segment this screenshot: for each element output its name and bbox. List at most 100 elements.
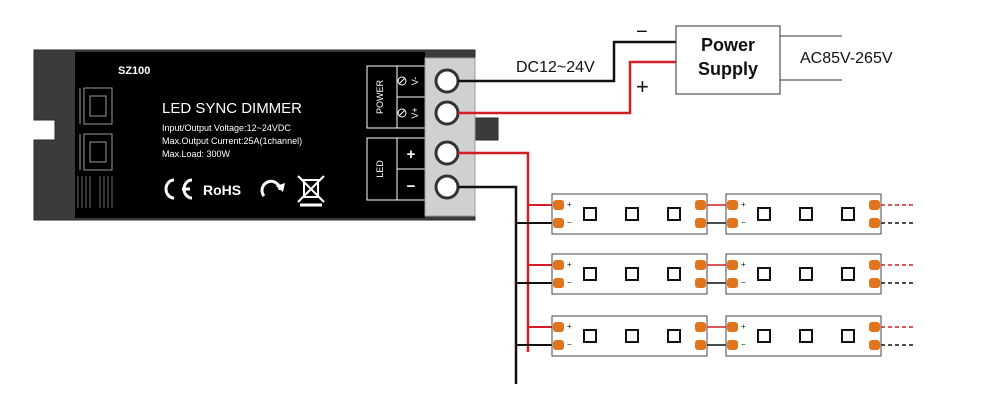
solder-pad-plus: [553, 322, 564, 332]
terminal-screw-v-minus: [434, 68, 460, 94]
rj45-port-top: [83, 87, 113, 125]
weee-bin-icon: [297, 175, 325, 207]
rj45-ports: [79, 87, 113, 171]
solder-pad-minus-out: [695, 278, 706, 288]
wire-positive-power: [458, 60, 676, 115]
led-chip: [841, 267, 855, 281]
device-model: SZ100: [118, 65, 150, 77]
pad-label-minus: −: [567, 218, 572, 227]
pin-label-v-plus: V+: [410, 107, 420, 118]
pad-label-plus: +: [741, 260, 746, 269]
wire-negative-power: [458, 40, 676, 83]
led-chip: [757, 207, 771, 221]
device-right-panel: [365, 52, 425, 218]
led-chip: [799, 207, 813, 221]
minus-symbol: −: [636, 21, 648, 43]
led-strips: +−+−+−+−+−+−: [551, 193, 915, 357]
led-strip-segment: +−: [725, 315, 915, 357]
led-chip: [667, 267, 681, 281]
solder-pad-plus: [727, 260, 738, 270]
led-strip-segment: +−: [551, 193, 726, 235]
pad-label-plus: +: [741, 200, 746, 209]
solder-pad-minus: [727, 340, 738, 350]
solder-pad-minus: [727, 278, 738, 288]
led-chip: [625, 207, 639, 221]
solder-pad-minus: [727, 218, 738, 228]
terminal-screw-v-plus: [434, 100, 460, 126]
power-group-label: POWER: [375, 80, 385, 115]
solder-pad-minus-out: [869, 218, 880, 228]
power-supply-title-line2: Supply: [698, 59, 758, 79]
dimmer-device: SZ100 LED SYNC DIMMER Input/Output Volta…: [33, 49, 499, 221]
solder-pad-minus: [553, 218, 564, 228]
led-chip: [625, 267, 639, 281]
rj45-port-bottom-inner: [89, 141, 107, 163]
device-name: LED SYNC DIMMER: [162, 100, 302, 117]
led-branch-wires: [516, 204, 556, 346]
led-chip: [583, 329, 597, 343]
led-chip: [757, 267, 771, 281]
port-pin-marks: [77, 176, 113, 208]
solder-pad-plus-out: [695, 260, 706, 270]
rj45-port-bottom: [83, 133, 113, 171]
rohs-logo: RoHS: [203, 182, 241, 198]
pad-label-minus: −: [741, 218, 746, 227]
led-chip: [625, 329, 639, 343]
device-spec-voltage: Input/Output Voltage:12~24VDC: [162, 123, 291, 133]
power-wires: [458, 35, 842, 115]
device-spec-current: Max.Output Current:25A(1channel): [162, 136, 302, 146]
power-supply-box: [675, 25, 781, 95]
led-chip: [841, 207, 855, 221]
solder-pad-plus-out: [695, 322, 706, 332]
led-strip-segment: +−: [725, 253, 915, 295]
pad-label-minus: −: [567, 278, 572, 287]
led-chip: [841, 329, 855, 343]
pad-label-plus: +: [567, 322, 572, 331]
solder-pad-plus: [727, 322, 738, 332]
solder-pad-plus: [553, 200, 564, 210]
led-strip-segment: +−: [551, 253, 726, 295]
pad-label-minus: −: [741, 340, 746, 349]
solder-pad-plus: [727, 200, 738, 210]
ac-input-label: AC85V-265V: [800, 50, 893, 67]
solder-pad-plus: [553, 260, 564, 270]
led-chip: [667, 207, 681, 221]
pin-label-v-minus: V-: [410, 77, 420, 86]
led-chip: [757, 329, 771, 343]
pad-label-minus: −: [741, 278, 746, 287]
pad-label-plus: +: [567, 260, 572, 269]
device-face-panel: [75, 52, 365, 218]
pin-label-led-plus: +: [407, 146, 416, 163]
led-chip: [799, 329, 813, 343]
led-output-wires: [458, 151, 556, 384]
led-chip: [667, 329, 681, 343]
solder-pad-plus-out: [869, 200, 880, 210]
solder-pad-plus-out: [695, 200, 706, 210]
led-strip-segment: +−: [725, 193, 915, 235]
wire-led-positive-bus: [458, 151, 530, 352]
certification-logos: RoHS: [164, 175, 325, 207]
pin-label-led-minus: −: [407, 178, 416, 195]
solder-pad-minus: [553, 278, 564, 288]
solder-pad-minus: [553, 340, 564, 350]
terminal-screw-led-minus: [434, 174, 460, 200]
ce-logo: [164, 178, 193, 200]
led-chip: [583, 207, 597, 221]
solder-pad-minus-out: [695, 340, 706, 350]
solder-pad-minus-out: [869, 278, 880, 288]
pad-label-minus: −: [567, 340, 572, 349]
power-supply-title-line1: Power: [701, 35, 755, 55]
led-group-label: LED: [375, 160, 385, 178]
terminal-screw-marks: [397, 76, 407, 118]
wire-led-negative-bus: [458, 185, 518, 384]
pad-label-plus: +: [567, 200, 572, 209]
solder-pad-plus-out: [869, 322, 880, 332]
terminal-screw-led-plus: [434, 140, 460, 166]
solder-pad-minus-out: [869, 340, 880, 350]
recycle-icon: [260, 179, 285, 197]
led-chip: [799, 267, 813, 281]
led-chip: [583, 267, 597, 281]
power-supply: Power Supply: [675, 25, 781, 95]
rj45-port-top-inner: [89, 95, 107, 117]
